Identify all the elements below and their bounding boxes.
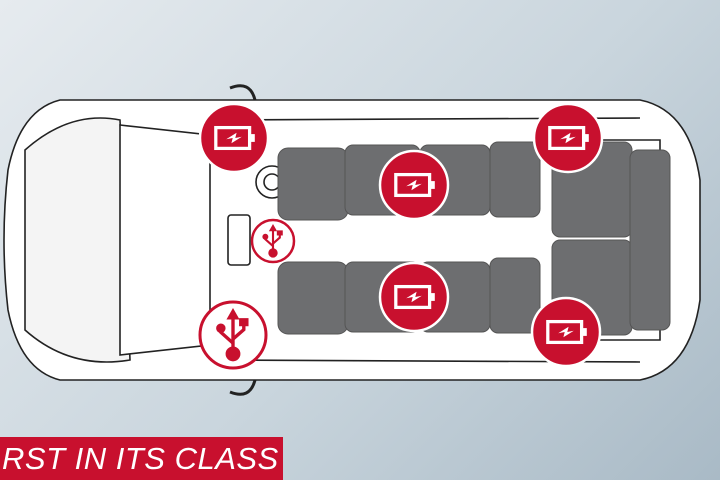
battery-charge-icon <box>198 102 270 174</box>
seat-middle-right-3 <box>489 257 541 334</box>
battery-charge-icon <box>378 149 450 221</box>
battery-charge-icon <box>530 296 602 368</box>
first-in-class-banner: RST IN ITS CLASS <box>0 437 283 480</box>
seat-front-left <box>277 147 349 221</box>
battery-charge-icon <box>532 102 604 174</box>
seat-front-right <box>277 261 349 335</box>
usb-icon <box>250 218 296 264</box>
battery-charge-icon <box>378 261 450 333</box>
seat-middle-left-3 <box>489 141 541 218</box>
usb-icon <box>198 300 268 370</box>
